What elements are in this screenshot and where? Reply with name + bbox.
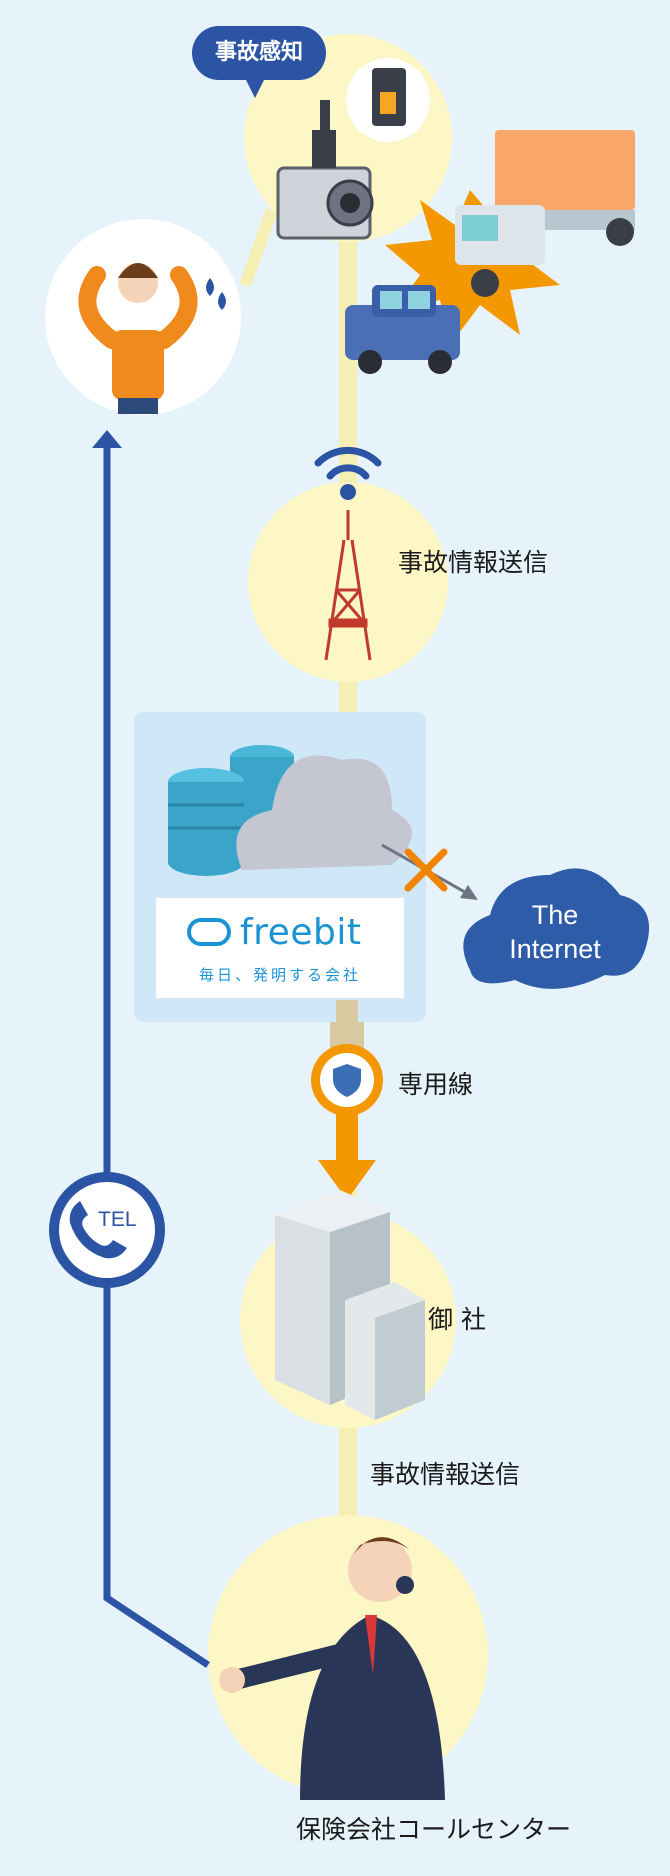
dashcam-icon — [276, 100, 374, 240]
freebit-logo-box: freebit 毎日、発明する会社 — [156, 898, 404, 998]
tel-badge-inner — [59, 1182, 155, 1278]
call-route-line — [103, 445, 210, 1668]
call-route-arrowhead — [92, 430, 122, 448]
call-center-label: 保険会社コールセンター — [296, 1815, 572, 1844]
internet-label-line1: The — [531, 900, 579, 930]
dedicated-line-arrowhead — [318, 1160, 376, 1200]
blocked-link-arrowhead — [460, 885, 478, 900]
office-building-icon — [275, 1190, 425, 1420]
dedicated-line-label: 専用線 — [398, 1070, 474, 1099]
freebit-tagline: 毎日、発明する会社 — [198, 966, 361, 984]
freebit-loop-icon — [187, 918, 231, 946]
company-label: 御 社 — [428, 1305, 486, 1334]
truck-icon — [455, 130, 635, 297]
bubble-tail — [245, 78, 265, 98]
tower-circle — [248, 482, 448, 682]
wireless-signal-icon — [314, 446, 382, 480]
accident-info-send-label-2: 事故情報送信 — [370, 1460, 521, 1489]
car-icon — [345, 285, 460, 374]
accident-info-send-label-1: 事故情報送信 — [398, 548, 549, 577]
internet-label: The Internet — [470, 898, 640, 966]
radio-tower-icon — [324, 510, 372, 661]
signal-dot — [340, 484, 356, 500]
blocked-x-icon — [404, 848, 448, 892]
internet-label-line2: Internet — [509, 934, 601, 964]
shield-lock-icon — [333, 1064, 361, 1097]
dedicated-line-lower — [336, 1100, 358, 1170]
accident-detected-bubble: 事故感知 — [192, 26, 326, 80]
person-connector — [239, 207, 278, 288]
freebit-logo: freebit — [186, 911, 362, 953]
freebit-name: freebit — [240, 911, 362, 953]
sim-card-icon — [372, 68, 406, 126]
worried-driver-icon — [78, 263, 226, 414]
cloud-server-icon — [236, 755, 412, 870]
call-center-operator-icon — [219, 1537, 445, 1800]
internet-cloud-icon — [463, 868, 650, 989]
tel-label: TEL — [98, 1208, 137, 1231]
phone-icon — [69, 1201, 127, 1259]
